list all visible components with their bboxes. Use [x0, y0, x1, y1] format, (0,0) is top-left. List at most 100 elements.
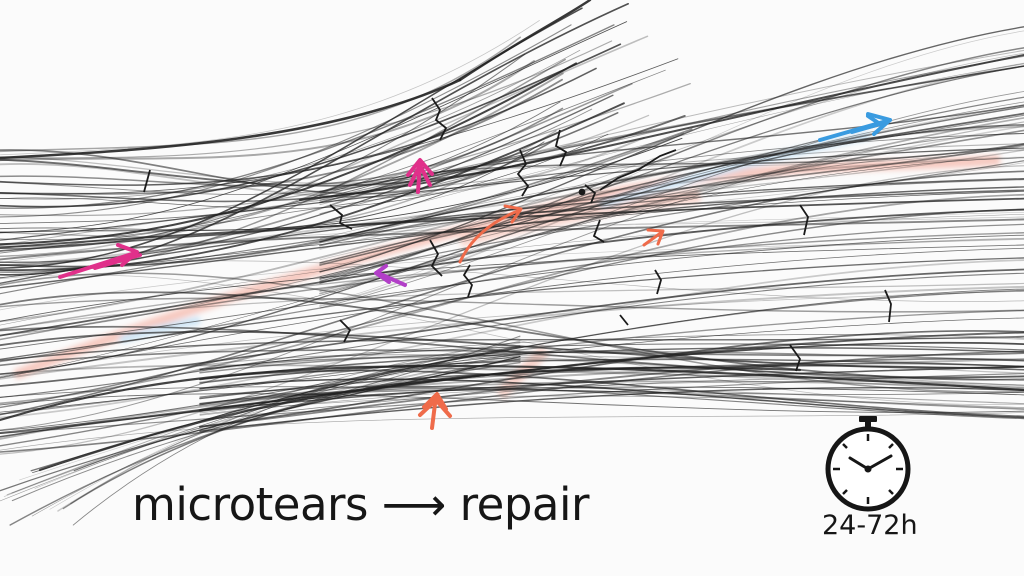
fiber-strand: [34, 337, 521, 489]
fiber-strand: [319, 117, 1024, 295]
fiber-strand: [11, 340, 521, 494]
fiber-strand: [0, 247, 1024, 379]
fiber-strand: [199, 368, 1024, 392]
fiber-strand: [0, 274, 1024, 406]
fiber-strand: [70, 346, 521, 505]
fiber-strand: [0, 101, 561, 224]
fiber-strand: [0, 67, 597, 186]
fiber-strand: [0, 40, 613, 159]
orange-arrow-center: [458, 204, 523, 264]
fiber-strand: [0, 133, 609, 209]
fiber-strand: [319, 62, 1024, 307]
fiber-strand: [0, 244, 1024, 322]
fiber-strand: [319, 149, 1024, 250]
fiber-strand: [319, 65, 1024, 201]
fiber-strand: [0, 132, 1024, 431]
fiber-strand: [199, 378, 1024, 419]
fiber-strand: [19, 342, 521, 481]
fiber-strand: [199, 351, 1024, 374]
fiber-strand: [31, 351, 521, 517]
fiber-strand: [0, 107, 564, 187]
force-arrows: [58, 112, 892, 430]
fiber-strand: [319, 101, 1024, 278]
fiber-strand: [11, 335, 521, 502]
fiber-strand: [319, 91, 1024, 309]
microtear-cracks: [143, 97, 892, 372]
fiber-strand: [0, 186, 1024, 289]
magenta-arrow-left: [58, 243, 142, 279]
fiber-strand: [458, 0, 592, 82]
blue-arrow: [818, 112, 892, 142]
fiber-strand: [0, 94, 614, 263]
fiber-strand: [0, 78, 462, 160]
fiber-strand: [0, 290, 1024, 377]
fiber-strand: [199, 388, 1024, 410]
fiber-strand: [319, 49, 1024, 206]
fiber-strand: [0, 60, 536, 162]
fiber-strand: [0, 141, 545, 231]
fiber-strand: [0, 259, 1024, 419]
fiber-strand: [199, 354, 1024, 374]
fiber-strand: [0, 177, 1024, 285]
fiber-strand: [319, 96, 1024, 279]
fiber-strand: [0, 291, 1024, 381]
fiber-strand: [199, 354, 1024, 388]
fiber-strand: [319, 113, 1024, 239]
fiber-strand: [38, 366, 802, 472]
fiber-strand: [319, 63, 1024, 229]
fiber-strand: [0, 35, 649, 257]
fiber-strand: [319, 112, 1024, 243]
fiber-strand: [319, 26, 1024, 273]
fiber-strand: [319, 160, 1024, 280]
fiber-strand: [0, 257, 1024, 361]
fiber-strand: [0, 208, 1024, 409]
fiber-strand: [319, 129, 1024, 266]
fiber-strand: [0, 317, 1024, 413]
fiber-strand: [0, 143, 1024, 246]
purple-arrow: [374, 264, 407, 287]
fiber-strand: [0, 297, 1024, 313]
caption-arrow: ⟶: [381, 478, 447, 531]
fiber-strand: [0, 62, 578, 246]
fiber-strand: [0, 58, 679, 195]
fiber-strand: [0, 208, 1024, 337]
fiber-strand: [0, 149, 1024, 336]
fiber-strand: [0, 147, 1024, 241]
fiber-strand: [0, 82, 691, 217]
orange-arrow-right: [642, 228, 665, 247]
fiber-strand: [199, 385, 1024, 420]
fiber-strand: [199, 377, 1024, 422]
fiber-strand: [0, 268, 1024, 387]
fiber-strand: [0, 239, 1024, 311]
fiber-strand: [0, 234, 1024, 350]
fiber-strand: [319, 104, 1024, 197]
fiber-strand: [0, 393, 1024, 413]
fiber-strand: [199, 387, 1024, 432]
fiber-strand: [0, 133, 1024, 254]
fiber-strand: [0, 24, 615, 209]
fiber-strand: [199, 369, 1024, 418]
timer-label: 24-72h: [822, 510, 918, 541]
fiber-strand: [0, 20, 540, 156]
fiber-strand: [199, 343, 1024, 371]
orange-arrow-bottom: [418, 392, 452, 430]
fiber-strand: [0, 289, 1024, 447]
fiber-strand: [0, 108, 593, 195]
fiber-strand: [319, 145, 1024, 194]
caption-repair: repair: [459, 478, 590, 531]
fiber-strand: [319, 144, 1024, 247]
caption-microtears: microtears: [132, 478, 368, 531]
fiber-strand: [0, 112, 619, 203]
fiber-strand: [0, 49, 581, 200]
fiber-strand: [319, 47, 1024, 284]
magenta-arrow-up: [406, 158, 434, 194]
fiber-strand: [0, 36, 522, 153]
fiber-strand: [199, 330, 1024, 428]
fiber-strand: [0, 216, 1024, 263]
fiber-strand: [319, 121, 1024, 293]
fiber-strand: [0, 412, 1024, 451]
fiber-strand: [0, 21, 628, 233]
fiber-strand: [0, 364, 1024, 422]
caption-microtears-repair: microtears ⟶ repair: [132, 478, 589, 531]
fiber-strand: [0, 349, 1024, 367]
